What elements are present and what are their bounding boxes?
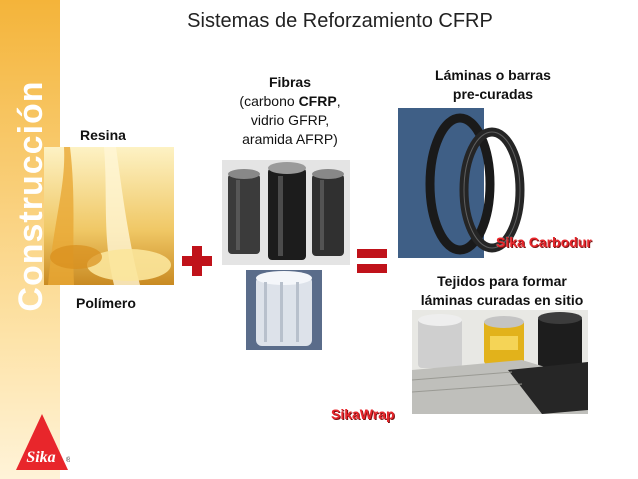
fibras-line1-bold: CFRP	[298, 93, 337, 109]
carbon-fiber-spools-photo	[222, 160, 350, 265]
tejidos-line1: Tejidos para formar	[437, 273, 567, 289]
laminas-text: Láminas o barras pre-curadas	[408, 66, 578, 104]
resin-photo	[44, 147, 174, 285]
sikawrap-fabrics-photo	[412, 310, 588, 414]
glass-fiber-spool-photo	[246, 270, 322, 350]
fibras-text: Fibras (carbono CFRP, vidrio GFRP, arami…	[218, 73, 362, 149]
fibras-line1-pre: (carbono	[239, 93, 299, 109]
logo-mark: ®	[66, 456, 70, 464]
fibras-line2: vidrio GFRP,	[250, 112, 330, 128]
sika-logo: Sika ®	[16, 414, 70, 470]
fibras-line1-post: ,	[336, 93, 341, 109]
laminas-line2: pre-curadas	[452, 86, 534, 102]
polimero-label: Polímero	[76, 295, 136, 311]
fibras-title: Fibras	[268, 74, 311, 90]
logo-text: Sika	[26, 449, 55, 466]
page-title: Sistemas de Reforzamiento CFRP	[187, 10, 493, 32]
tejidos-line2: láminas curadas en sitio	[420, 292, 584, 308]
fibras-line3: aramida AFRP)	[242, 131, 338, 147]
resina-label: Resina	[80, 127, 126, 143]
equals-icon	[357, 249, 387, 273]
carbodur-coils-photo	[398, 108, 584, 258]
carbodur-brand: Sika Carbodur	[496, 234, 592, 250]
plus-icon	[182, 246, 212, 276]
sikawrap-brand: SikaWrap	[331, 406, 395, 422]
laminas-line1: Láminas o barras	[435, 67, 551, 83]
tejidos-text: Tejidos para formar láminas curadas en s…	[402, 272, 602, 310]
